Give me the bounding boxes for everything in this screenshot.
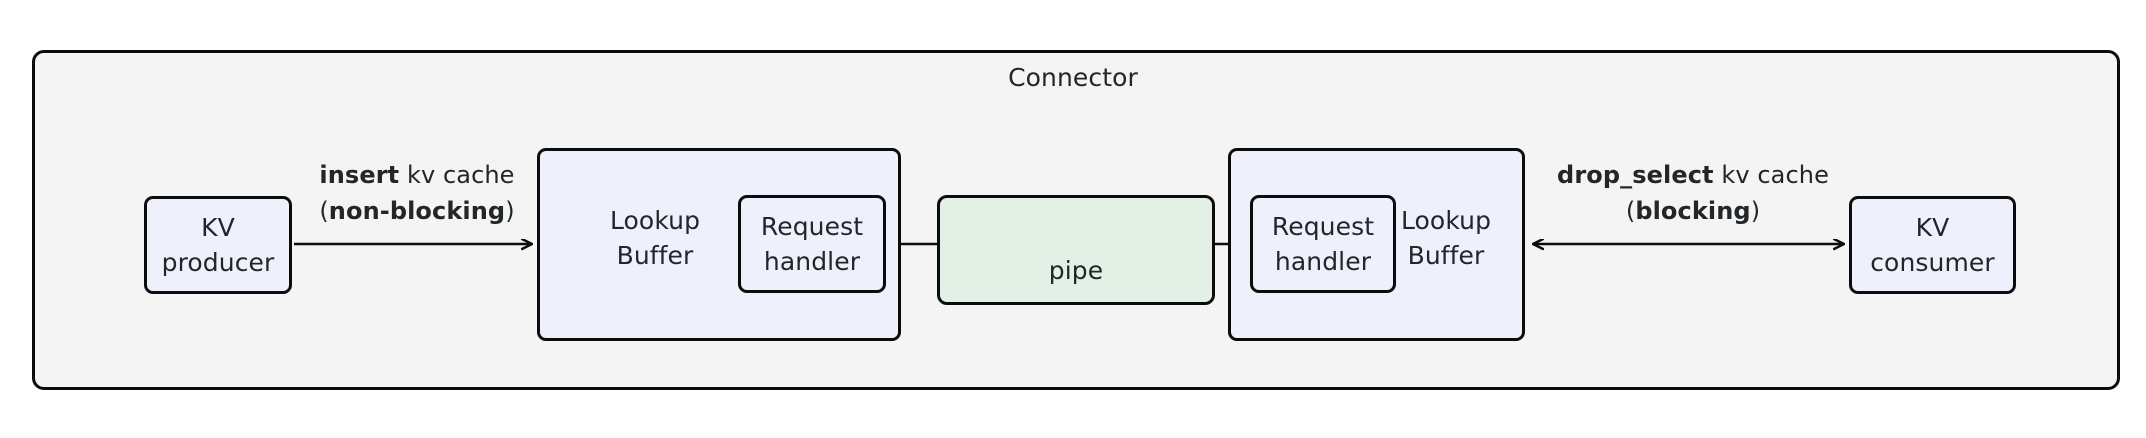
edge-label-drop-select-rest: kv cache [1713,161,1829,189]
edge-label-insert-rest: kv cache [399,161,515,189]
node-pipe-label: pipe [1048,256,1104,285]
node-request-handler-consumer-side[interactable]: Request handler [1250,195,1396,293]
node-lookup-buffer-consumer-side-label: Lookup Buffer [1400,206,1492,270]
edge-label-insert: insert kv cache (non-blocking) [292,157,542,229]
edge-label-insert-paren-open: ( [319,197,329,225]
edge-label-insert-line2: (non-blocking) [292,193,542,229]
node-request-handler-producer-side-label: Request handler [760,212,864,276]
node-request-handler-producer-side[interactable]: Request handler [738,195,886,293]
edge-label-drop-select-mode: blocking [1635,197,1751,225]
edge-label-insert-paren-close: ) [505,197,515,225]
edge-label-insert-mode: non-blocking [328,197,506,225]
node-request-handler-consumer-side-label: Request handler [1271,212,1375,276]
edge-label-drop-select-paren-open: ( [1625,197,1636,225]
edge-label-insert-line1: insert kv cache [292,157,542,193]
node-kv-consumer-label: KV consumer [1870,213,1995,277]
node-kv-producer-label: KV producer [161,213,275,277]
connector-title: Connector [1008,63,1138,92]
edge-label-drop-select: drop_select kv cache (blocking) [1532,157,1854,229]
edge-label-drop-select-line1: drop_select kv cache [1532,157,1854,193]
edge-label-insert-op: insert [319,161,400,189]
edge-label-drop-select-line2: (blocking) [1532,193,1854,229]
node-pipe[interactable]: pipe [937,195,1215,305]
node-kv-consumer[interactable]: KV consumer [1849,196,2016,294]
edge-label-drop-select-op: drop_select [1557,161,1714,189]
edge-label-drop-select-paren-close: ) [1750,197,1761,225]
node-kv-producer[interactable]: KV producer [144,196,292,294]
node-lookup-buffer-producer-side-label: Lookup Buffer [609,206,701,270]
